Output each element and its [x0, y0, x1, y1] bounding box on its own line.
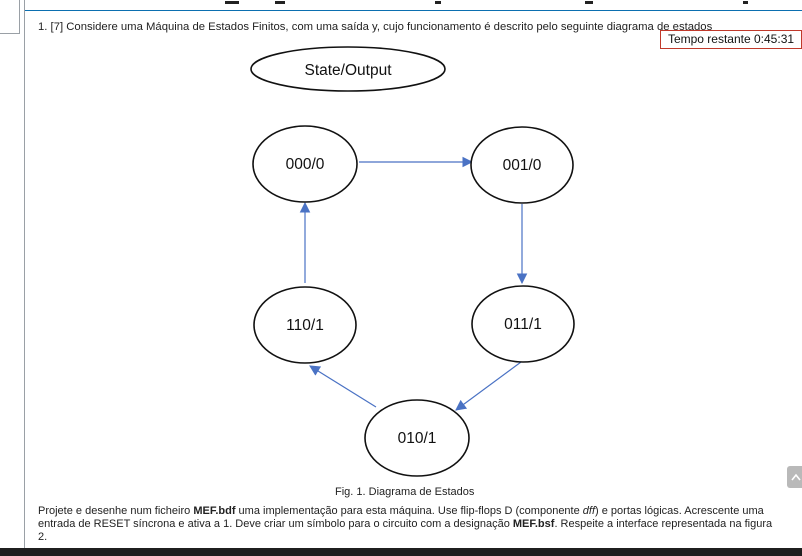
instr-text: . Respeite a interface representada na f… [38, 518, 773, 543]
file-name-bdf: MEF.bdf [193, 505, 236, 517]
legend-ellipse: State/Output [250, 46, 446, 92]
state-node: 010/1 [364, 399, 470, 477]
left-panel [0, 0, 20, 550]
top-cropped-text [25, 0, 802, 4]
state-label: 011/1 [504, 316, 542, 333]
transition-011-010 [455, 361, 522, 411]
question-text: 1. [7] Considere uma Máquina de Estados … [38, 21, 713, 33]
state-node: 011/1 [471, 285, 575, 363]
component-name: dff [582, 505, 596, 517]
timer-badge: Tempo restante 0:45:31 [660, 30, 802, 49]
state-node: 110/1 [253, 286, 357, 364]
state-label: 010/1 [398, 430, 437, 447]
instr-text: Projete e desenhe num ficheiro [38, 505, 194, 517]
state-label: 000/0 [286, 156, 325, 173]
state-label: 110/1 [286, 317, 324, 334]
scroll-to-top-button[interactable] [787, 466, 802, 488]
instructions-paragraph: Projete e desenhe num ficheiro MEF.bdf u… [38, 505, 778, 544]
left-panel-box [0, 0, 20, 34]
top-rule [25, 10, 802, 11]
state-node: 001/0 [470, 126, 574, 204]
legend-label: State/Output [304, 62, 392, 79]
state-node: 000/0 [252, 125, 358, 203]
state-label: 001/0 [503, 157, 542, 174]
left-divider [24, 0, 25, 550]
file-name-bsf: MEF.bsf [512, 518, 555, 530]
instr-text: uma implementação para esta máquina. Use… [235, 505, 583, 517]
transition-010-110 [309, 365, 377, 408]
bottom-taskbar-edge [0, 548, 802, 556]
chevron-up-icon [791, 473, 801, 481]
figure-caption: Fig. 1. Diagrama de Estados [335, 486, 475, 498]
instr-text: ) e portas lógicas. Acrescente uma entra… [38, 505, 764, 530]
